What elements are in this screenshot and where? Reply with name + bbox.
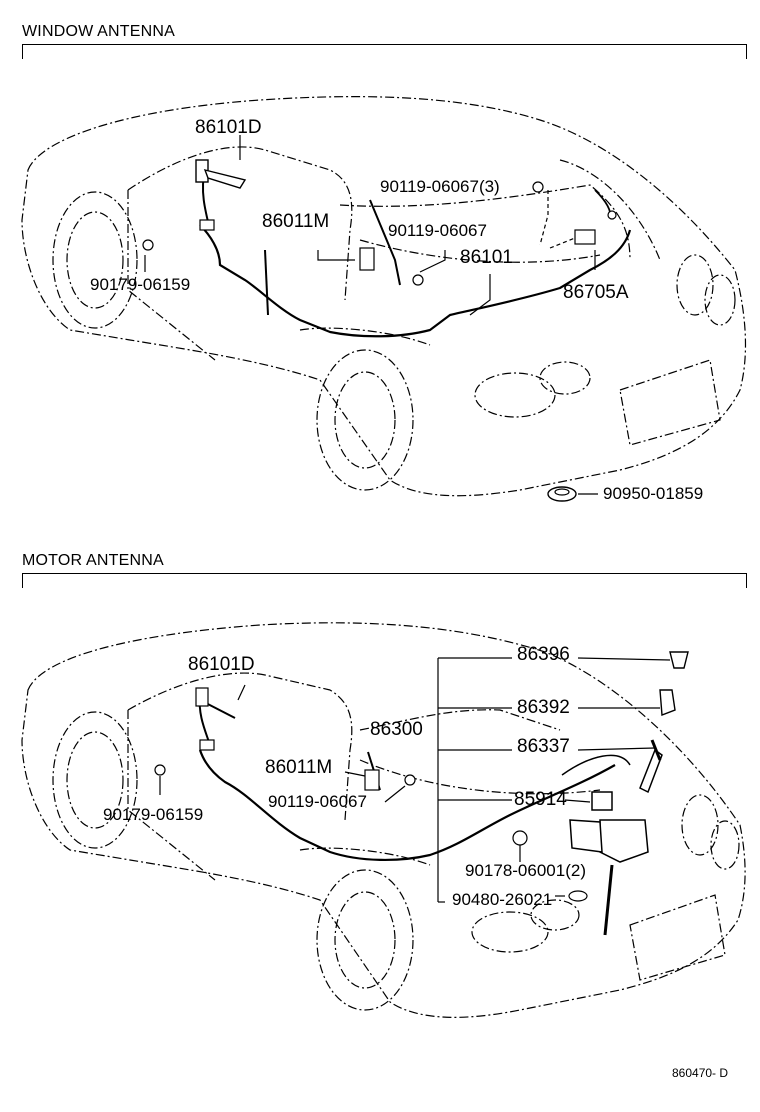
- motor-antenna-rule: [22, 573, 747, 588]
- window-antenna-diagram: [0, 60, 760, 530]
- label-86101D-window: 86101D: [195, 117, 262, 138]
- label-90179-06159-motor: 90179-06159: [103, 805, 204, 824]
- label-90178-06001-2: 90178-06001(2): [465, 861, 586, 880]
- label-90119-06067-motor: 90119-06067: [268, 792, 367, 811]
- label-86396: 86396: [517, 644, 570, 665]
- label-86705A: 86705A: [563, 282, 629, 303]
- label-86101: 86101: [460, 247, 513, 268]
- label-86300: 86300: [370, 719, 423, 740]
- reference-code: 860470- D: [672, 1066, 729, 1080]
- window-antenna-title: WINDOW ANTENNA: [22, 23, 176, 40]
- label-86101D-motor: 86101D: [188, 654, 255, 675]
- label-86392: 86392: [517, 697, 570, 718]
- label-90950-01859: 90950-01859: [603, 484, 704, 503]
- label-85914: 85914: [514, 789, 567, 810]
- label-86011M-window: 86011M: [262, 211, 330, 232]
- label-90480-26021: 90480-26021: [452, 890, 553, 909]
- label-90119-06067-3: 90119-06067(3): [380, 177, 500, 196]
- label-86337: 86337: [517, 736, 570, 757]
- window-antenna-rule: [22, 44, 747, 59]
- label-90119-06067-window: 90119-06067: [388, 221, 487, 240]
- motor-antenna-diagram: [0, 590, 760, 1060]
- label-90179-06159-window: 90179-06159: [90, 275, 191, 294]
- motor-antenna-title: MOTOR ANTENNA: [22, 552, 164, 569]
- label-86011M-motor: 86011M: [265, 757, 333, 778]
